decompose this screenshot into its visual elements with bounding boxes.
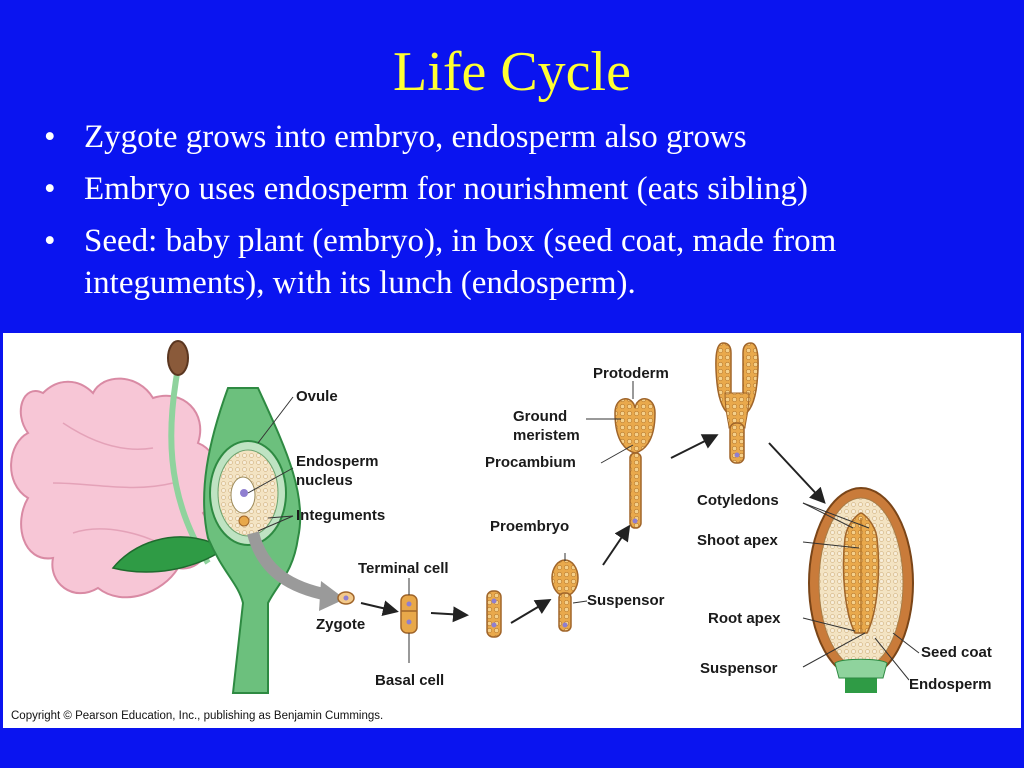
label-shoot-apex: Shoot apex <box>697 532 779 549</box>
label-basal-cell: Basal cell <box>375 672 444 689</box>
label-procambium: Procambium <box>485 454 576 471</box>
label-ground-meristem: Ground <box>513 408 567 425</box>
label-endosperm: Endosperm <box>909 676 992 693</box>
heart-stage-embryo <box>614 398 656 529</box>
slide-title: Life Cycle <box>393 41 631 103</box>
label-cotyledons: Cotyledons <box>697 492 779 509</box>
label-endosperm-nucleus-2: nucleus <box>296 472 353 489</box>
two-cell-embryo <box>400 594 418 634</box>
label-integuments: Integuments <box>296 507 385 524</box>
label-endosperm-nucleus: Endosperm <box>296 453 379 470</box>
label-root-apex: Root apex <box>708 610 781 627</box>
label-ground-meristem-2: meristem <box>513 427 580 444</box>
life-cycle-diagram: Ovule Endosperm nucleus Integuments Zygo… <box>10 340 992 722</box>
multi-cell-embryo <box>486 590 502 638</box>
proembryo <box>551 559 579 632</box>
label-zygote: Zygote <box>316 616 365 633</box>
label-proembryo: Proembryo <box>490 518 569 535</box>
label-terminal-cell: Terminal cell <box>358 560 449 577</box>
bullet-list: Zygote grows into embryo, endosperm also… <box>44 116 1004 314</box>
label-protoderm: Protoderm <box>593 365 669 382</box>
gray-arrow <box>247 531 330 601</box>
leaf <box>111 536 219 573</box>
bullet-item: Embryo uses endosperm for nourishment (e… <box>44 168 1004 210</box>
life-cycle-figure: Ovule Endosperm nucleus Integuments Zygo… <box>3 333 1021 728</box>
label-suspensor-2: Suspensor <box>700 660 778 677</box>
label-suspensor: Suspensor <box>587 592 665 609</box>
copyright-notice: Copyright © Pearson Education, Inc., pub… <box>11 710 383 722</box>
mature-seed <box>808 487 914 693</box>
bullet-item: Zygote grows into embryo, endosperm also… <box>44 116 1004 158</box>
bullet-item: Seed: baby plant (embryo), in box (seed … <box>44 220 1004 304</box>
label-ovule: Ovule <box>296 388 338 405</box>
torpedo-stage-embryo <box>715 342 759 464</box>
label-seed-coat: Seed coat <box>921 644 992 661</box>
